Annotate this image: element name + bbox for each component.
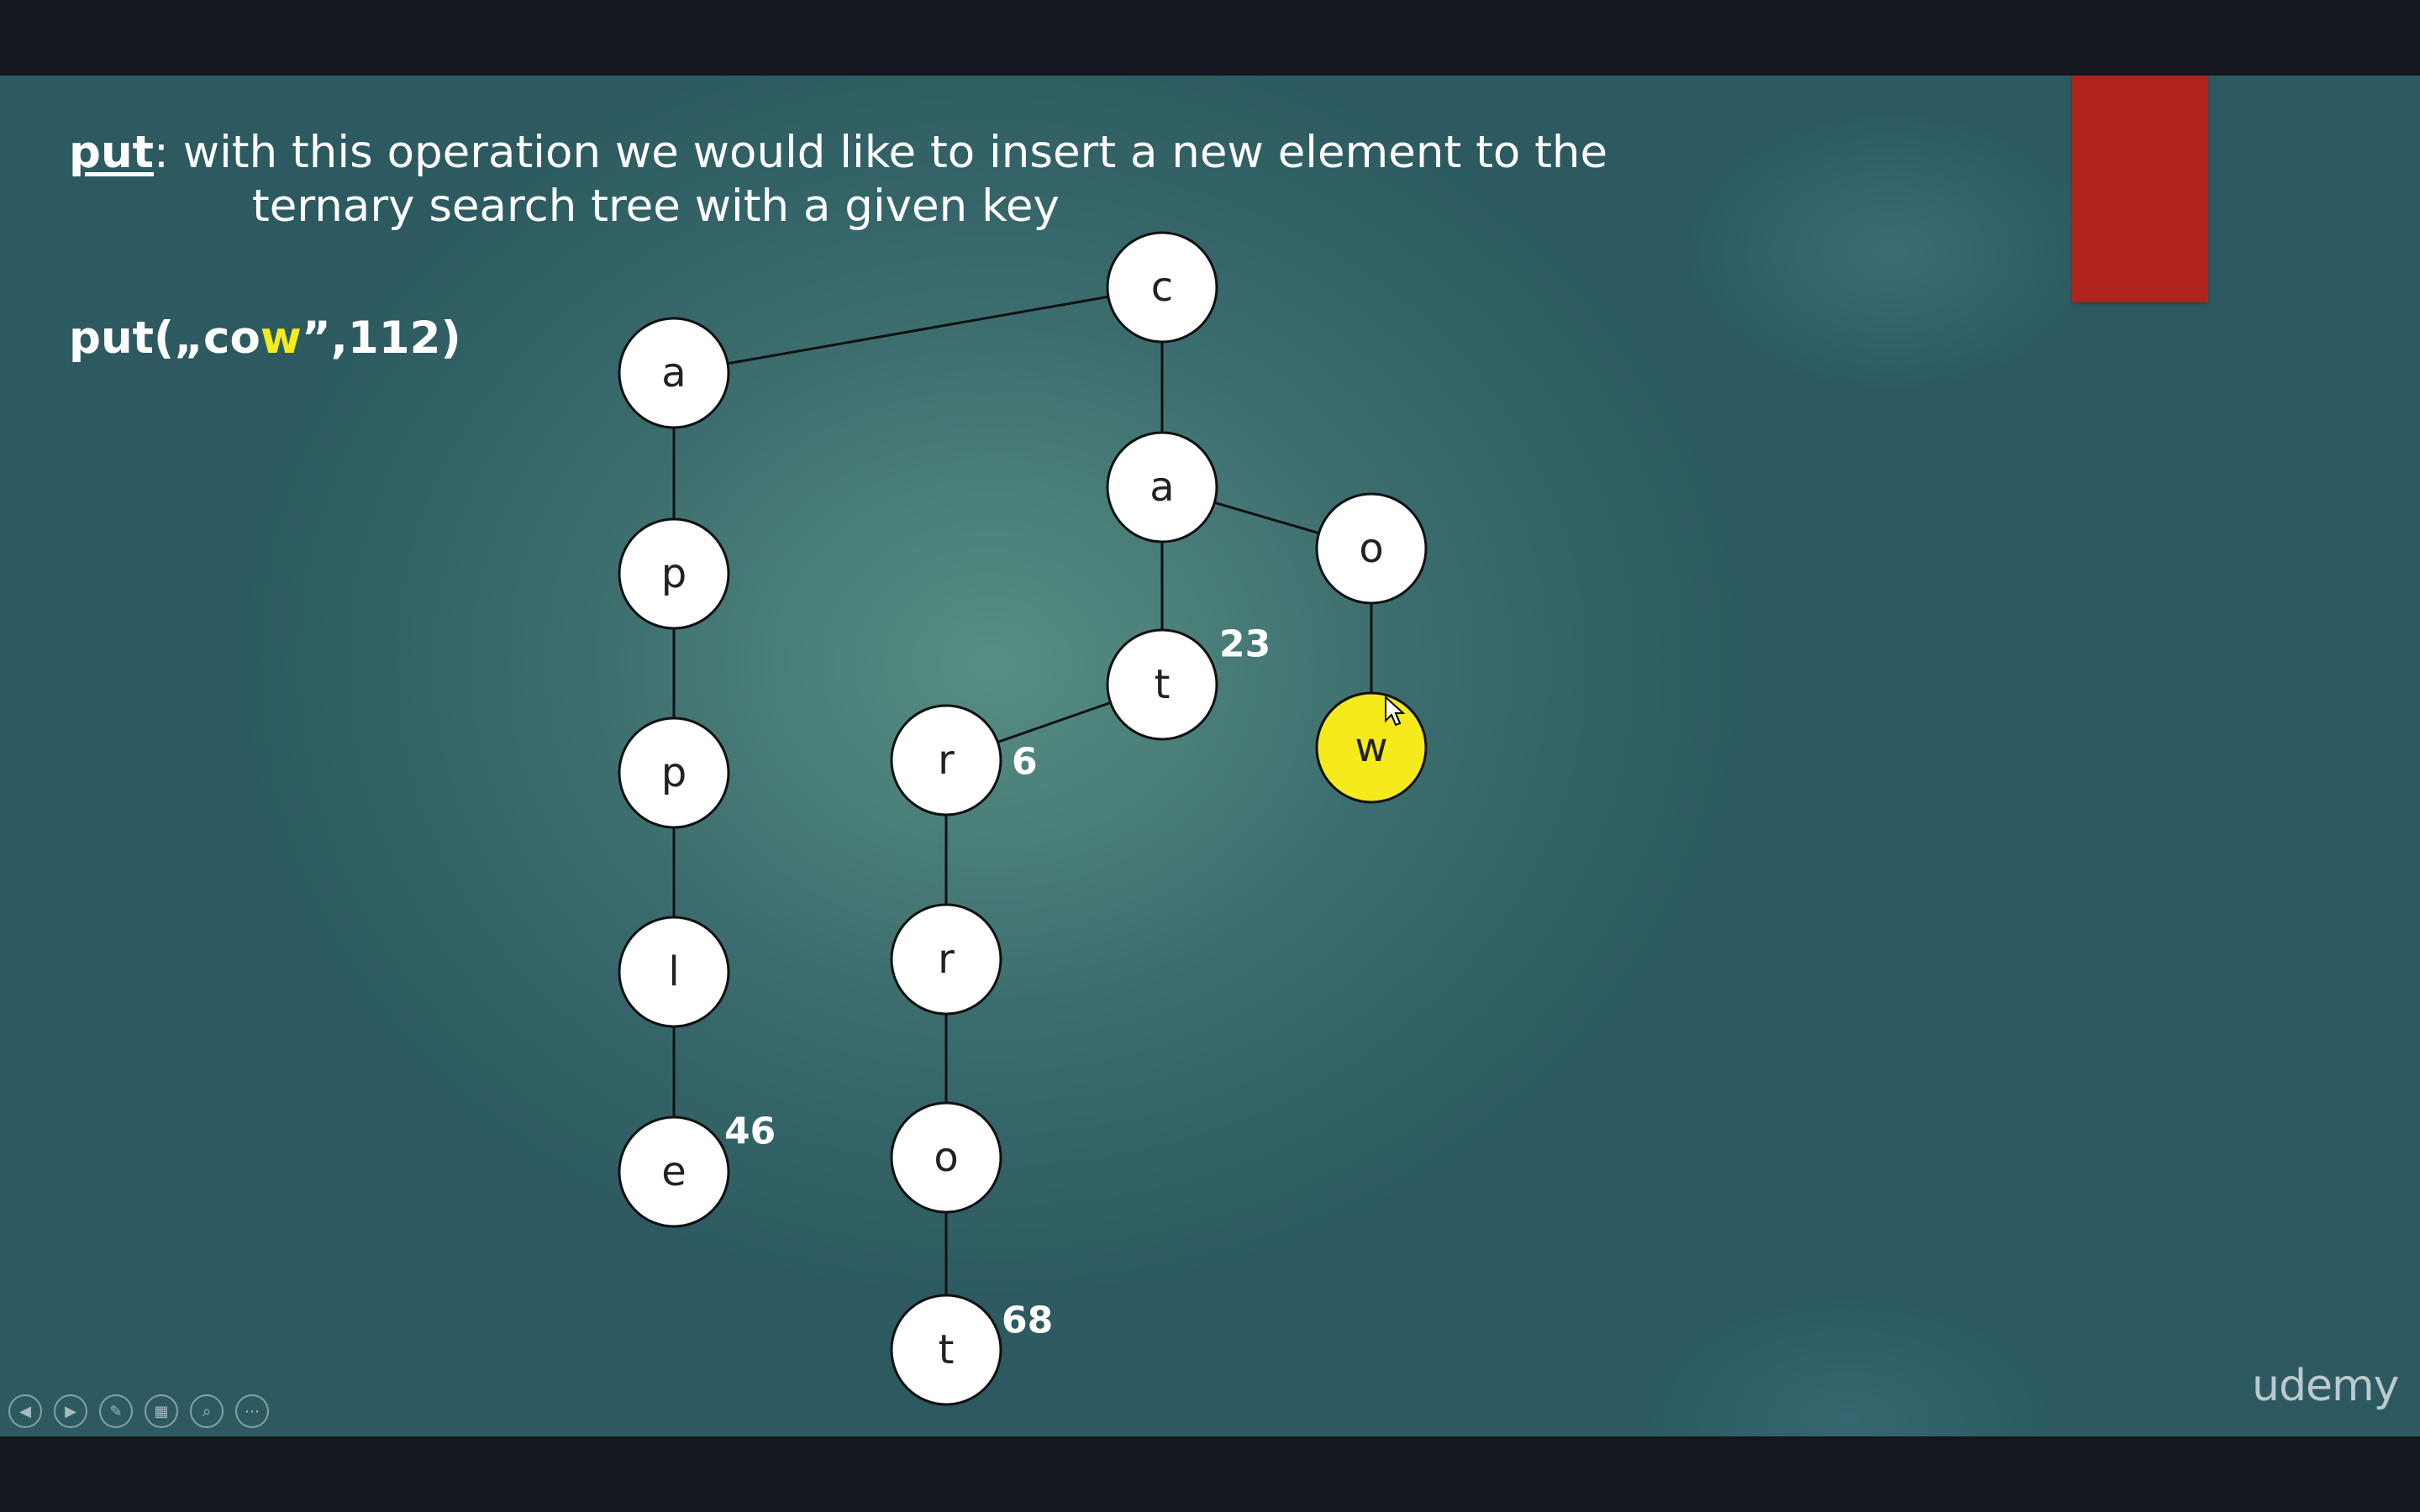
tree-edges bbox=[672, 286, 1373, 1350]
previous-slide-icon[interactable]: ◀ bbox=[8, 1394, 42, 1428]
tree-node-letter: p bbox=[661, 749, 687, 796]
slide: put: with this operation we would like t… bbox=[0, 76, 2420, 1436]
tree-node-p2: p bbox=[618, 717, 730, 829]
tree-node-l: l bbox=[618, 916, 730, 1028]
put-call-suffix: ”,112) bbox=[301, 312, 461, 364]
tree-node-circle bbox=[1106, 231, 1218, 344]
operation-description: put: with this operation we would like t… bbox=[69, 126, 1665, 234]
tree-node-circle bbox=[890, 704, 1002, 816]
tree-node-letter: p bbox=[661, 550, 687, 597]
tree-node-o1: o bbox=[1315, 492, 1428, 605]
slideshow-controls: ◀ ▶ ✎ ▦ ⌕ ⋯ bbox=[8, 1394, 269, 1428]
next-slide-icon[interactable]: ▶ bbox=[54, 1394, 87, 1428]
mouse-cursor-icon bbox=[1385, 696, 1406, 727]
tree-node-letter: r bbox=[938, 737, 955, 784]
tree-node-letter: a bbox=[661, 349, 686, 396]
tree-node-circle bbox=[618, 916, 730, 1028]
tree-node-p1: p bbox=[618, 517, 730, 630]
tree-edge-c-a1 bbox=[673, 286, 1163, 375]
tree-node-w: w bbox=[1315, 691, 1428, 804]
pen-icon[interactable]: ✎ bbox=[99, 1394, 133, 1428]
tree-node-letter: l bbox=[668, 948, 679, 995]
description-line-2: ternary search tree with a given key bbox=[252, 181, 1060, 232]
tree-node-letter: t bbox=[939, 1326, 955, 1373]
tree-node-letter: r bbox=[938, 936, 955, 983]
tree-node-circle bbox=[618, 517, 730, 630]
tree-node-a1: a bbox=[618, 317, 730, 429]
slides-grid-icon[interactable]: ▦ bbox=[145, 1394, 178, 1428]
tree-node-letter: e bbox=[661, 1148, 687, 1195]
tree-node-e: e 46 bbox=[618, 1110, 776, 1228]
red-block bbox=[2072, 76, 2208, 302]
tree-node-a2: a bbox=[1106, 431, 1218, 543]
tree-node-letter: o bbox=[1359, 525, 1383, 572]
tree-node-letter: c bbox=[1151, 264, 1173, 311]
tree-node-letter: w bbox=[1355, 724, 1387, 771]
tree-node-circle bbox=[618, 717, 730, 829]
tree-node-value: 23 bbox=[1219, 623, 1270, 666]
tree-node-t2: t 68 bbox=[890, 1294, 1053, 1406]
tree-node-t1: t 23 bbox=[1106, 623, 1270, 741]
put-call-prefix: put(„co bbox=[69, 312, 260, 364]
tree-node-letter: o bbox=[934, 1134, 958, 1181]
operation-keyword: put bbox=[69, 127, 155, 178]
udemy-logo: udemy bbox=[2252, 1361, 2399, 1411]
tree-node-value: 68 bbox=[1002, 1299, 1053, 1342]
tree-node-circle bbox=[890, 1294, 1002, 1406]
tree-node-circle bbox=[618, 317, 730, 429]
tree-node-circle bbox=[1315, 492, 1428, 605]
tree-node-value: 46 bbox=[724, 1110, 776, 1153]
tree-node-circle bbox=[1106, 431, 1218, 543]
tree-node-letter: t bbox=[1155, 661, 1171, 708]
zoom-icon[interactable]: ⌕ bbox=[190, 1394, 224, 1428]
tree-node-circle bbox=[890, 1101, 1002, 1214]
tree-node-o2: o bbox=[890, 1101, 1002, 1214]
tree-node-letter: a bbox=[1150, 464, 1174, 511]
description-line-1: : with this operation we would like to i… bbox=[154, 127, 1608, 178]
put-call: put(„cow”,112) bbox=[69, 312, 461, 364]
tree-node-value: 6 bbox=[1012, 741, 1038, 784]
tree-node-circle bbox=[618, 1116, 730, 1228]
tree-node-c: c bbox=[1106, 231, 1218, 344]
tree-node-circle bbox=[890, 903, 1002, 1016]
more-options-icon[interactable]: ⋯ bbox=[235, 1394, 269, 1428]
tree-node-circle bbox=[1106, 628, 1218, 741]
put-call-highlight: w bbox=[260, 312, 302, 364]
tree-node-r2: r bbox=[890, 903, 1002, 1016]
